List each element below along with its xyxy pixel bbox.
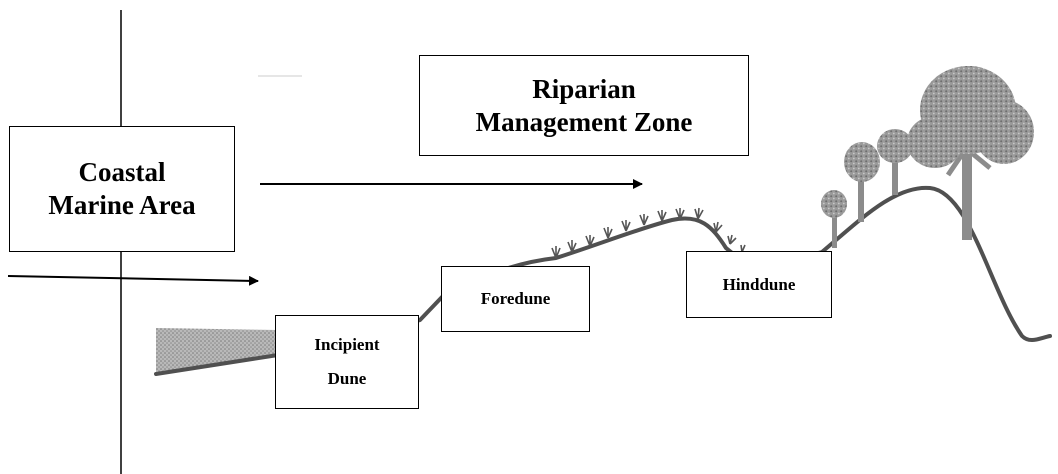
foredune-grass bbox=[551, 207, 746, 259]
incipient-label-line-1: Incipient bbox=[314, 335, 380, 354]
arrow-coastal-marine-area bbox=[7, 275, 259, 286]
hinddune-label: Hinddune bbox=[686, 251, 832, 318]
coastal-label-line-2: Marine Area bbox=[48, 190, 196, 220]
riparian-label-line-1: Riparian bbox=[532, 73, 636, 104]
coastal-marine-area-label: Coastal Marine Area bbox=[9, 126, 235, 252]
incipient-dune-label: Incipient Dune bbox=[275, 315, 419, 409]
beach-wedge bbox=[156, 328, 278, 372]
hinddune-label-text: Hinddune bbox=[722, 274, 796, 294]
riparian-label-line-2: Management Zone bbox=[475, 106, 693, 137]
foredune-label: Foredune bbox=[441, 266, 590, 332]
hinddune-trees bbox=[821, 66, 1034, 248]
riparian-management-zone-label: Riparian Management Zone bbox=[419, 55, 749, 156]
foredune-label-text: Foredune bbox=[480, 289, 551, 308]
incipient-label-line-2: Dune bbox=[327, 369, 367, 388]
coastal-label-line-1: Coastal bbox=[78, 157, 166, 187]
